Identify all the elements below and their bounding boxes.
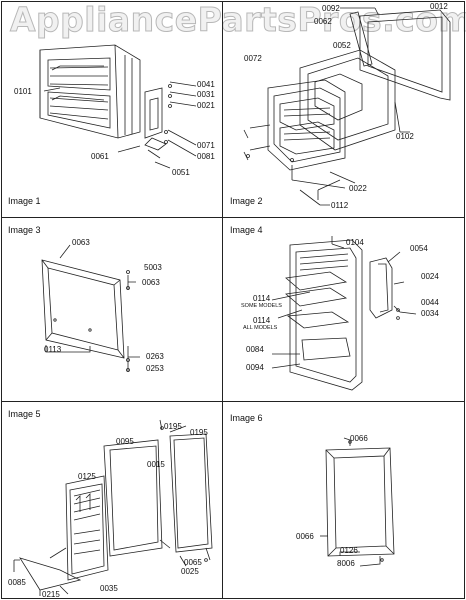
part-label: 0051 (172, 168, 190, 177)
part-label: 0054 (410, 244, 428, 253)
part-label: 0195 (190, 428, 208, 437)
part-label: 0101 (14, 87, 32, 96)
drawing-image-3 (41, 244, 140, 372)
part-label: 0035 (100, 584, 118, 593)
part-label: 0071 (197, 141, 215, 150)
part-label: 0034 (421, 309, 439, 318)
part-label: 0066 (296, 532, 314, 541)
part-label: 0215 (42, 590, 60, 599)
part-label: 0066 (350, 434, 368, 443)
panel-title-image-4: Image 4 (230, 225, 263, 235)
part-label: 0015 (147, 460, 165, 469)
part-label: 0052 (333, 41, 351, 50)
part-label: 0114 (253, 316, 271, 325)
part-label: 0113 (44, 345, 62, 354)
panel-title-image-2: Image 2 (230, 196, 263, 206)
part-label: 0021 (197, 101, 215, 110)
note-all-models: ALL MODELS (243, 325, 278, 331)
part-label: 0085 (8, 578, 26, 587)
note-some-models: SOME MODELS (241, 303, 282, 309)
part-label: 0094 (246, 363, 264, 372)
panel-title-image-5: Image 5 (8, 409, 41, 419)
panel-title-image-6: Image 6 (230, 413, 263, 423)
part-label: 0095 (116, 437, 134, 446)
part-label: 0065 (184, 558, 202, 567)
drawing-image-2 (243, 7, 451, 206)
part-label: 0022 (349, 184, 367, 193)
part-label: 0081 (197, 152, 215, 161)
part-label: 0012 (430, 2, 448, 11)
part-label: 0126 (340, 546, 358, 555)
part-label: 0062 (314, 17, 332, 26)
part-label: 0125 (78, 472, 96, 481)
part-label: 0024 (421, 272, 439, 281)
part-label: 0041 (197, 80, 215, 89)
part-label: 0084 (246, 345, 264, 354)
part-label: 0061 (91, 152, 109, 161)
panel-image-6 (222, 401, 465, 599)
part-label: 0253 (146, 364, 164, 373)
part-label: 5003 (144, 263, 162, 272)
part-label: 8006 (337, 559, 355, 568)
panel-title-image-3: Image 3 (8, 225, 41, 235)
part-label: 0031 (197, 90, 215, 99)
part-label: 0195 (164, 422, 182, 431)
part-label: 0114 (253, 294, 271, 303)
part-label: 0263 (146, 352, 164, 361)
part-label: 0104 (346, 238, 364, 247)
part-label: 0063 (72, 238, 90, 247)
part-label: 0063 (142, 278, 160, 287)
part-label: 0025 (181, 567, 199, 576)
panel-title-image-1: Image 1 (8, 196, 41, 206)
part-label: 0092 (322, 4, 340, 13)
drawing-image-1 (39, 44, 197, 169)
part-label: 0072 (244, 54, 262, 63)
watermark: AppliancePartsPros.com (9, 0, 466, 40)
drawing-image-4 (271, 236, 417, 391)
part-label: 0112 (331, 201, 349, 210)
drawing-image-5 (13, 419, 213, 596)
part-label: 0044 (421, 298, 439, 307)
drawing-image-6 (320, 437, 395, 567)
part-label: 0102 (396, 132, 414, 141)
